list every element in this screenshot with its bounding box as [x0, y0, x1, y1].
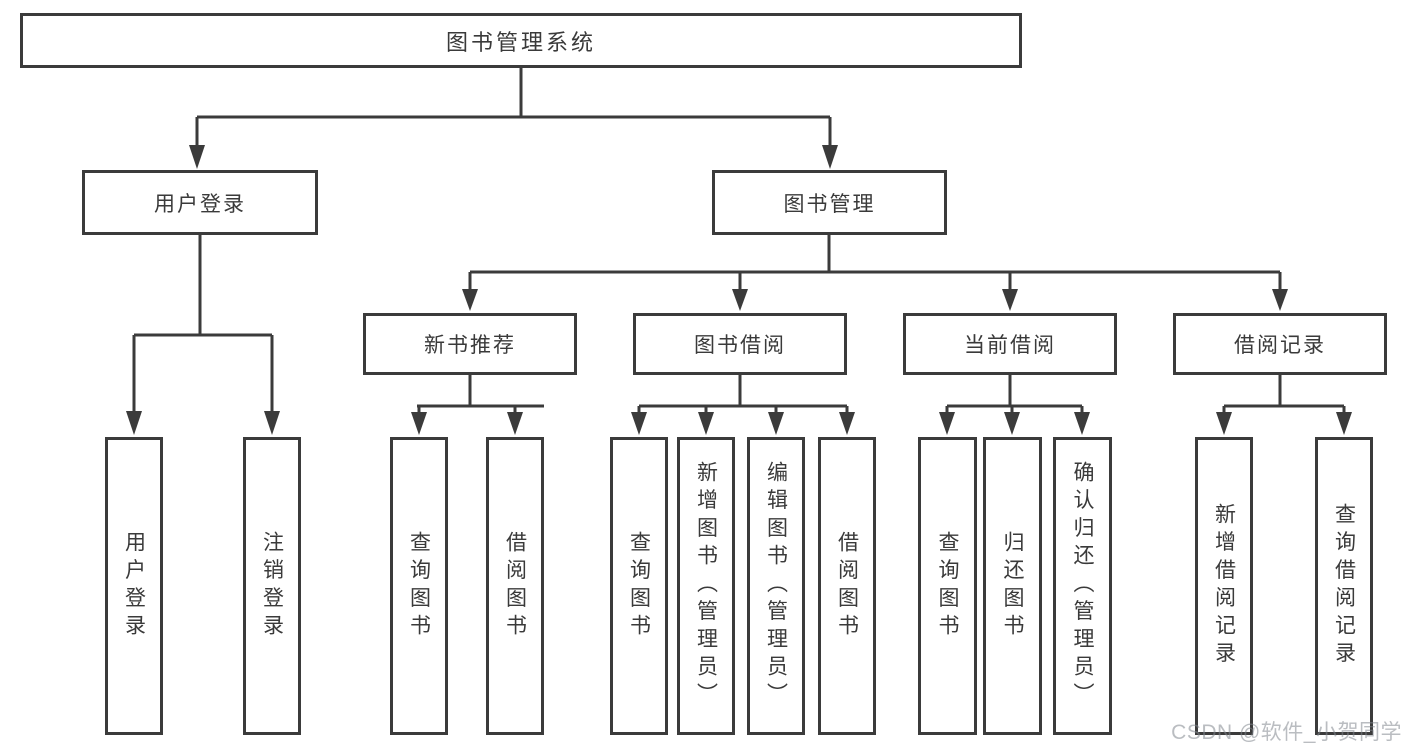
leaf-add-books-admin: 新增图书（管理员）	[677, 437, 735, 735]
leaf-label: 新增借阅记录	[1212, 502, 1236, 670]
leaf-label: 借阅图书	[835, 530, 859, 642]
leaf-label: 查询借阅记录	[1332, 502, 1356, 670]
leaf-label: 查询图书	[627, 530, 651, 642]
leaf-user-login: 用户登录	[105, 437, 163, 735]
node-borrowing-records: 借阅记录	[1173, 313, 1387, 375]
node-label: 图书管理	[783, 192, 876, 216]
leaf-label: 查询图书	[407, 530, 431, 642]
node-label: 当前借阅	[964, 334, 1056, 357]
node-label: 图书借阅	[694, 334, 786, 357]
node-label: 新书推荐	[424, 334, 516, 357]
arrowheads	[126, 145, 1352, 435]
leaf-edit-books-admin: 编辑图书（管理员）	[747, 437, 805, 735]
leaf-borrow-books: 借阅图书	[818, 437, 876, 735]
leaf-label: 注销登录	[260, 530, 284, 642]
leaf-borrow-books-recommend: 借阅图书	[486, 437, 544, 735]
leaf-label: 用户登录	[122, 530, 146, 642]
leaf-label: 借阅图书	[503, 530, 527, 642]
leaf-label: 归还图书	[1001, 530, 1024, 642]
node-label: 用户登录	[154, 192, 246, 216]
watermark: CSDN @软件_小贺同学	[1171, 721, 1402, 744]
leaf-add-borrow-record: 新增借阅记录	[1195, 437, 1253, 735]
node-library-management-system: 图书管理系统	[20, 13, 1022, 68]
leaf-query-borrow-record: 查询借阅记录	[1315, 437, 1373, 735]
node-book-borrowing: 图书借阅	[633, 313, 847, 375]
leaf-logout: 注销登录	[243, 437, 301, 735]
leaf-query-books-recommend: 查询图书	[390, 437, 448, 735]
node-current-borrowing: 当前借阅	[903, 313, 1117, 375]
node-label: 图书管理系统	[445, 29, 596, 55]
node-user-login: 用户登录	[82, 170, 318, 235]
leaf-label: 编辑图书（管理员）	[764, 461, 788, 711]
leaf-label: 新增图书（管理员）	[694, 461, 718, 711]
node-label: 借阅记录	[1234, 334, 1326, 357]
node-new-book-recommend: 新书推荐	[363, 313, 577, 375]
leaf-label: 确认归还（管理员）	[1071, 461, 1094, 711]
leaf-query-books-borrow: 查询图书	[610, 437, 668, 735]
leaf-label: 查询图书	[936, 530, 959, 642]
leaf-query-books-current: 查询图书	[918, 437, 977, 735]
leaf-confirm-return-admin: 确认归还（管理员）	[1053, 437, 1112, 735]
node-book-management: 图书管理	[712, 170, 947, 235]
leaf-return-books: 归还图书	[983, 437, 1042, 735]
